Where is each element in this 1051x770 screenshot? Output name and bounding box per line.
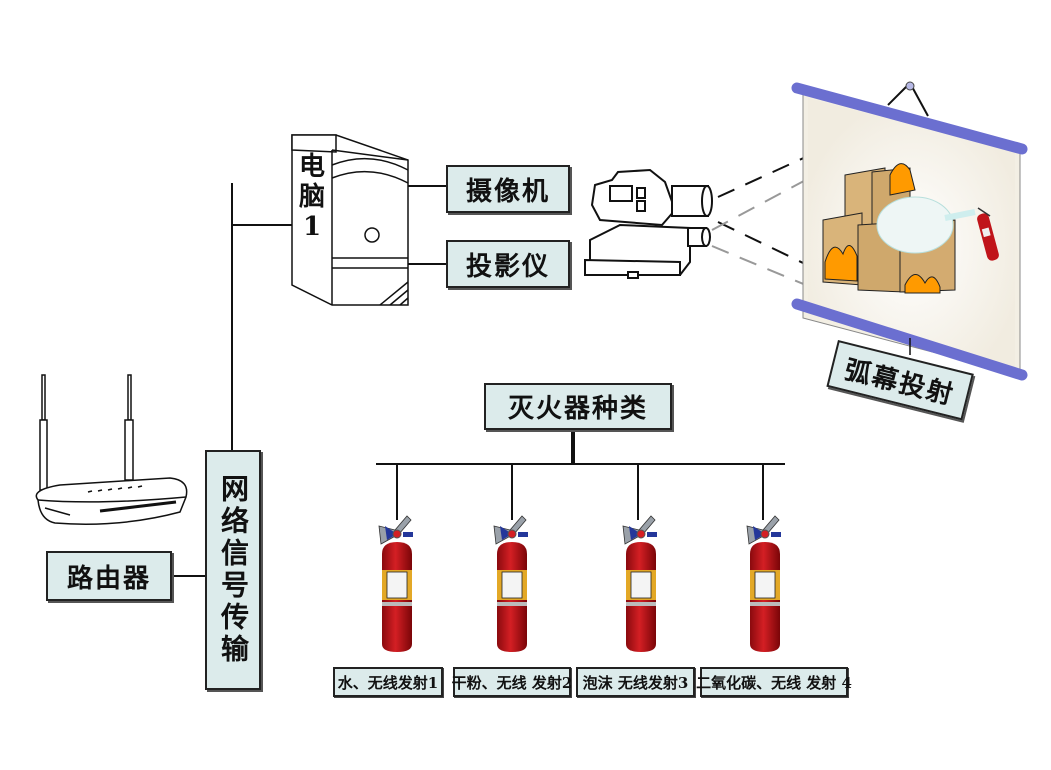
projector-label: 投影仪 (465, 251, 550, 282)
camera-label: 摄像机 (465, 176, 550, 207)
fire-extinguisher-icon (622, 515, 658, 653)
projector-label-box[interactable]: 投影仪 (446, 240, 570, 288)
extinguisher-label-4[interactable]: 二氧化碳、无线 发射 4 (696, 667, 852, 697)
extinguisher-label-text: 泡沫 无线发射3 (582, 673, 689, 692)
fire-extinguisher-icon (746, 515, 782, 653)
network-label-box[interactable]: 网络信号传输 (205, 450, 261, 690)
extinguisher-label-text: 干粉、无线 发射2 (451, 673, 573, 692)
extinguisher-types-box[interactable]: 灭火器种类 (484, 383, 672, 430)
fire-extinguisher-icon (493, 515, 529, 653)
extinguisher-label-text: 水、无线发射1 (337, 673, 439, 692)
fire-extinguisher-icon (378, 515, 414, 653)
wifi-router-icon (35, 374, 188, 525)
computer-tower-icon (291, 134, 409, 306)
projector-camera-icon (584, 168, 713, 279)
burning-boxes-icon (822, 163, 976, 294)
projection-screen-icon (791, 81, 1028, 381)
screen-extinguisher-icon (977, 207, 999, 261)
extinguisher-label-2[interactable]: 干粉、无线 发射2 (451, 667, 573, 697)
extinguisher-types-label: 灭火器种类 (507, 394, 648, 424)
router-label-box[interactable]: 路由器 (46, 551, 172, 601)
extinguisher-tree-connectors (376, 428, 785, 520)
computer-label: 电脑1 (298, 152, 325, 242)
network-label: 网络信号传输 (217, 474, 250, 666)
router-label: 路由器 (66, 563, 151, 594)
extinguisher-label-text: 二氧化碳、无线 发射 4 (696, 673, 852, 692)
extinguisher-label-3[interactable]: 泡沫 无线发射3 (576, 667, 695, 697)
extinguisher-label-1[interactable]: 水、无线发射1 (333, 667, 443, 697)
camera-label-box[interactable]: 摄像机 (446, 165, 570, 213)
network-connectors (171, 183, 446, 577)
